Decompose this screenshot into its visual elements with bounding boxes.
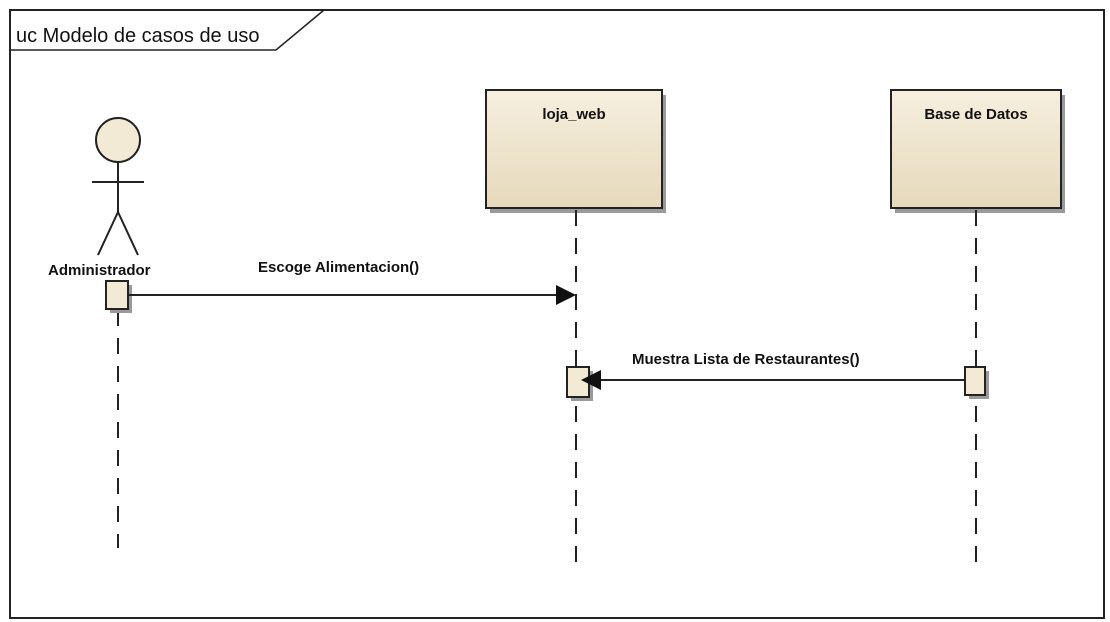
frame-title: uc Modelo de casos de uso <box>16 25 260 47</box>
lifeline-base-de-datos[interactable]: Base de Datos <box>890 89 1065 213</box>
lifeline-label: Base de Datos <box>924 106 1027 123</box>
frame-border <box>9 9 1105 619</box>
message-arrowhead <box>556 285 576 305</box>
lifeline-loja-web[interactable]: loja_web <box>485 89 666 213</box>
actor-left-leg <box>97 211 119 256</box>
actor-name: Administrador <box>48 262 151 279</box>
actor-administrador[interactable] <box>92 117 144 256</box>
message-muestra-lista-de-restaurantes[interactable] <box>581 370 965 390</box>
message-escoge-alimentacion[interactable] <box>128 285 576 305</box>
message-label: Escoge Alimentacion() <box>258 259 419 276</box>
lifeline-label: loja_web <box>542 106 605 123</box>
lifeline-box <box>890 89 1062 209</box>
lifeline-box <box>485 89 663 209</box>
actor-head <box>95 117 141 163</box>
actor-activation <box>105 280 129 310</box>
frame-title-tab <box>10 9 325 51</box>
message-arrowhead <box>581 370 601 390</box>
actor-right-leg <box>117 211 139 256</box>
base-de-datos-activation <box>964 366 986 396</box>
message-label: Muestra Lista de Restaurantes() <box>632 351 860 368</box>
